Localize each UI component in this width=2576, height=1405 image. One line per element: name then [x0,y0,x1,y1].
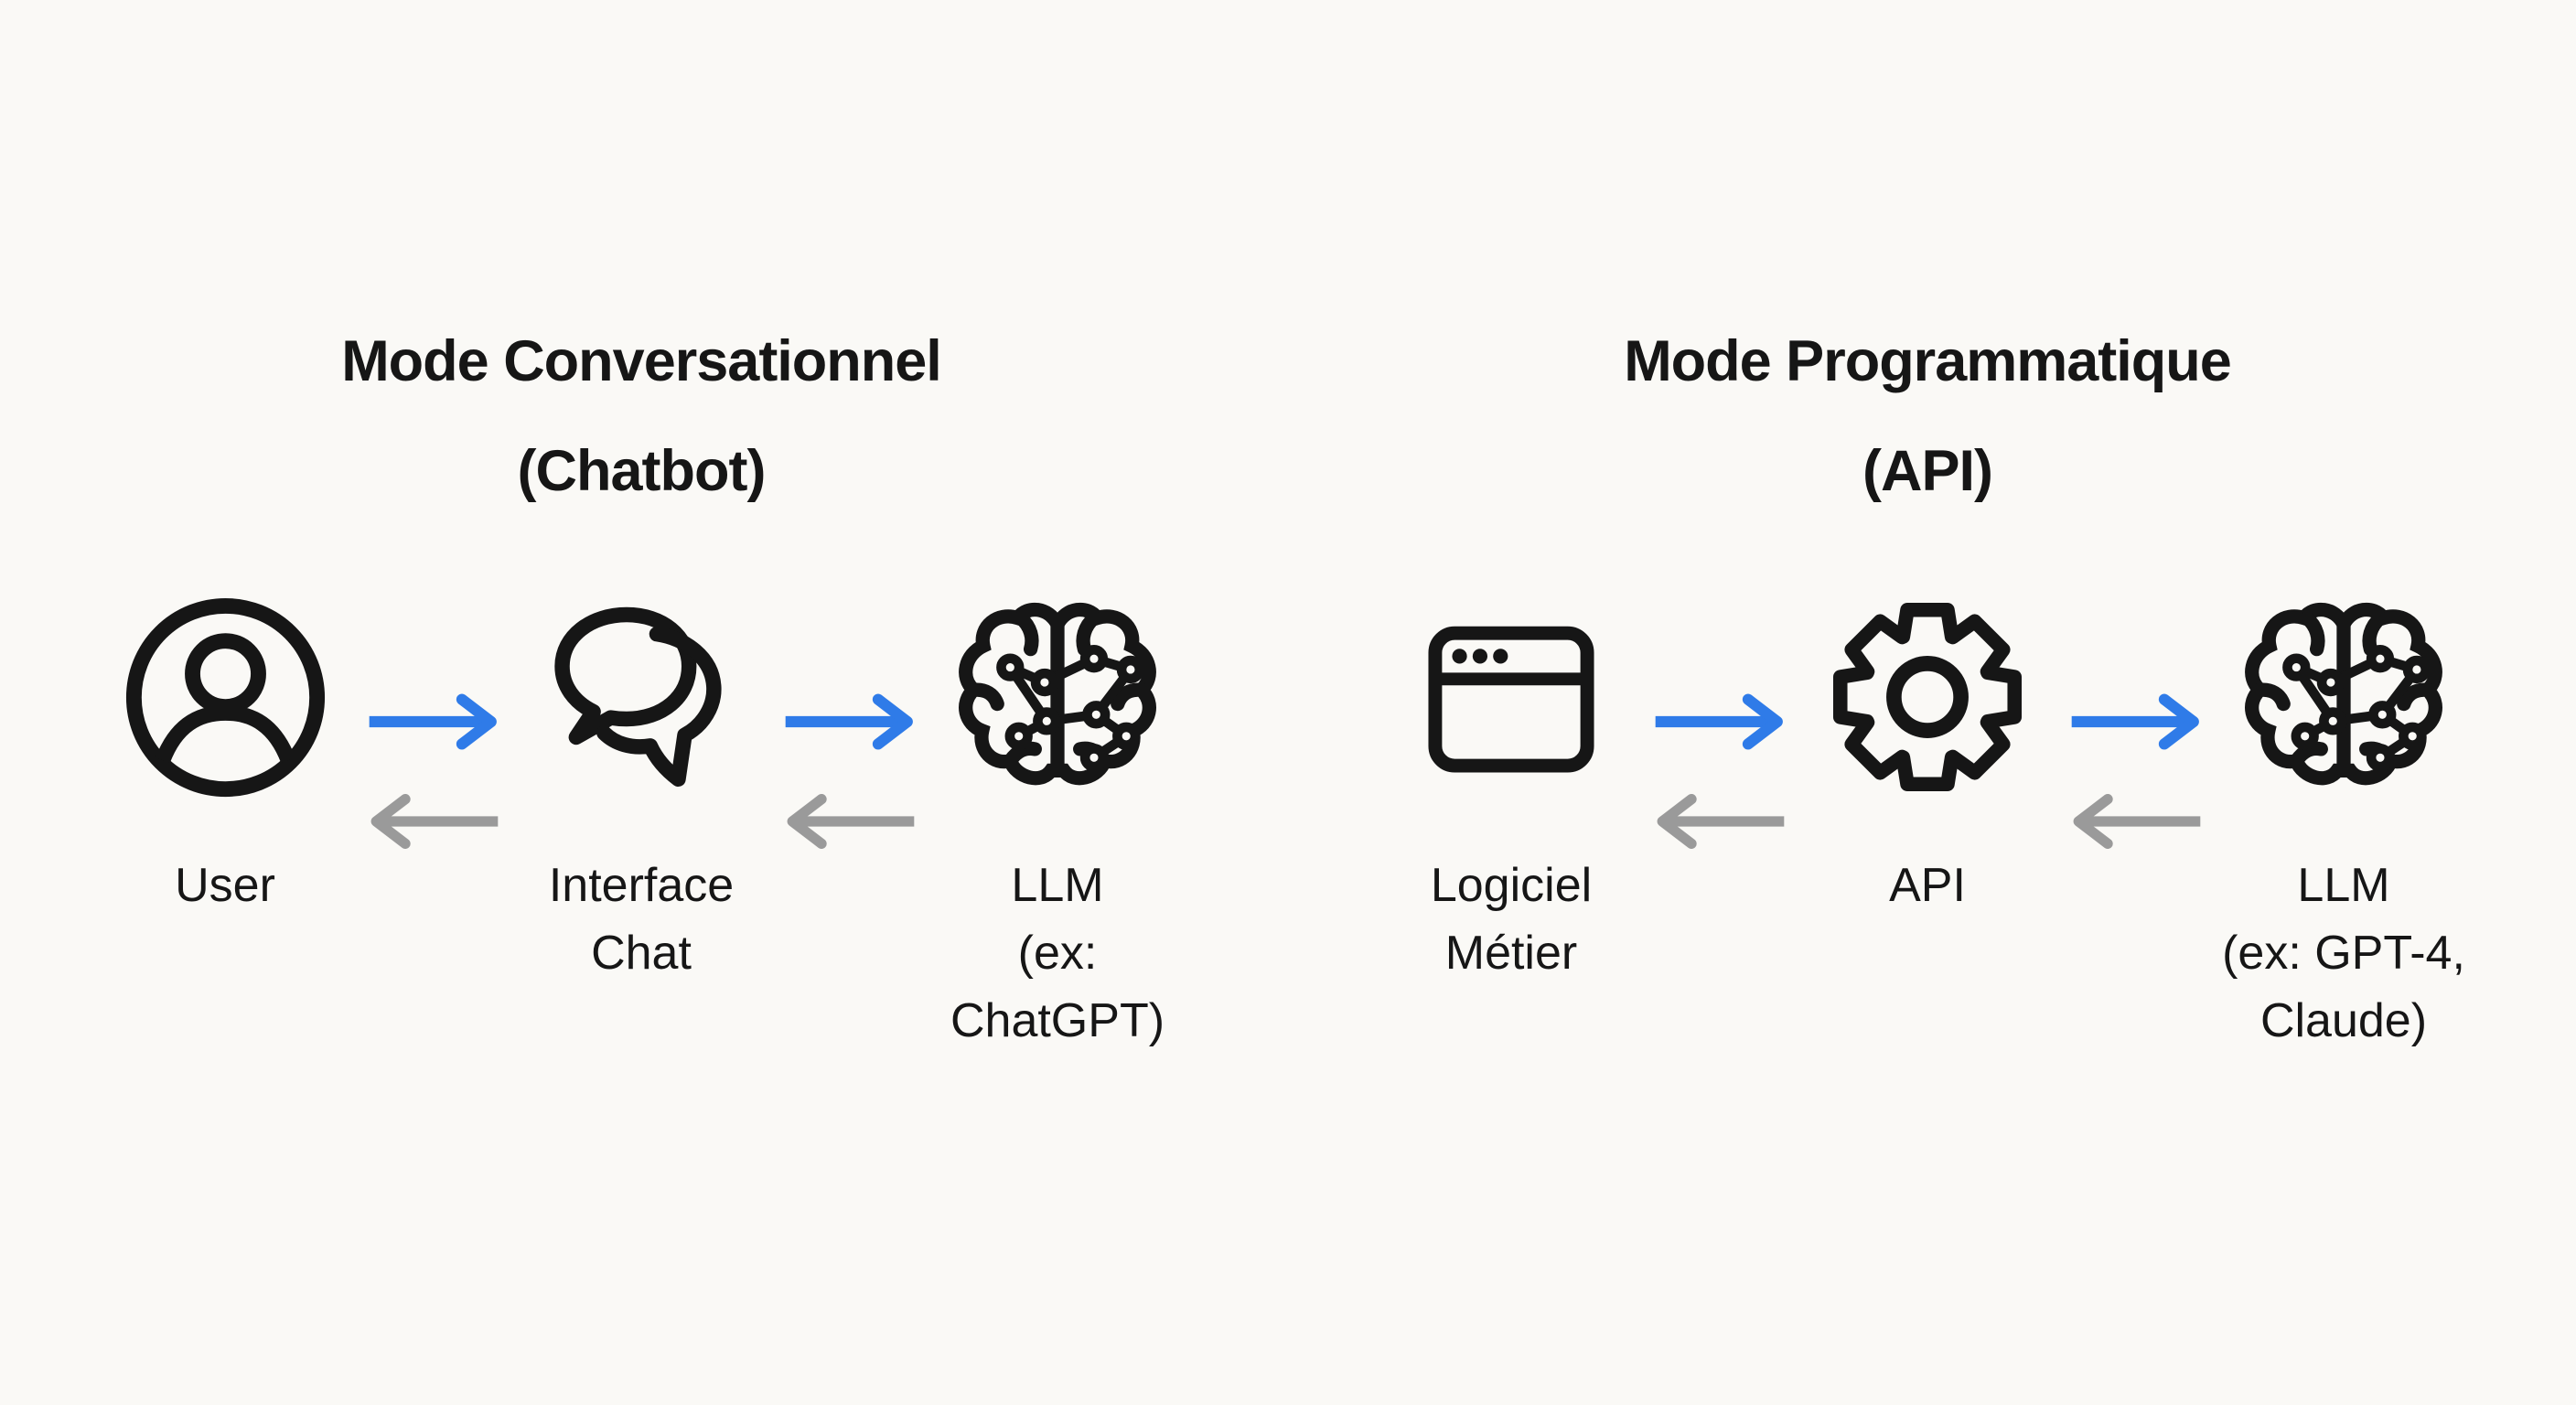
flow-row: Logiciel Métier API [1360,592,2495,1055]
arrow-pair [2071,592,2200,1055]
icon-box [534,592,749,802]
node-label: LLM (ex: GPT-4, Claude) [2222,859,2465,1047]
node-label: Interface Chat [548,859,735,980]
node-llm: LLM (ex: GPT-4, Claude) [2193,592,2495,1055]
back-arrow-icon [787,794,914,849]
brain-icon [959,602,1156,785]
app-window-icon [1428,626,1594,773]
arrow-pair [785,592,914,1055]
chat-bubbles-icon [553,606,721,787]
forward-arrow-icon [369,693,497,750]
section-title-line2: (API) [1862,439,1993,503]
forward-arrow-icon [2071,693,2199,750]
section-title: Mode Conversationnel (Chatbot) [74,306,1208,526]
node-label: Logiciel Métier [1430,859,1593,980]
icon-box [1826,592,2029,802]
flow-row: User Interface Chat [74,592,1208,1055]
icon-box [943,592,1172,802]
node-label: User [175,859,275,912]
back-arrow-icon [370,794,498,849]
back-arrow-icon [2073,794,2200,849]
section-title-line2: (Chatbot) [517,439,767,503]
node-llm: LLM (ex: ChatGPT) [907,592,1208,1055]
gear-icon [1832,602,2023,792]
section-conversational: Mode Conversationnel (Chatbot) User [74,306,1208,1055]
icon-box [1401,592,1621,802]
user-icon [125,597,325,797]
node-user: User [74,592,376,1055]
icon-box [2229,592,2458,802]
node-label: API [1889,859,1966,912]
section-title: Mode Programmatique (API) [1360,306,2495,526]
forward-arrow-icon [785,693,913,750]
icon-box [123,592,328,802]
arrow-pair [369,592,498,1055]
node-api: API [1776,592,2078,1055]
node-label: LLM (ex: ChatGPT) [950,859,1165,1047]
node-chat-interface: Interface Chat [490,592,792,1055]
section-programmatic: Mode Programmatique (API) Logiciel Métie… [1360,306,2495,1055]
arrow-pair [1655,592,1784,1055]
forward-arrow-icon [1655,693,1783,750]
brain-icon [2245,602,2442,785]
section-title-line1: Mode Programmatique [1624,329,2232,393]
node-business-software: Logiciel Métier [1360,592,1662,1055]
section-title-line1: Mode Conversationnel [341,329,942,393]
back-arrow-icon [1657,794,1784,849]
